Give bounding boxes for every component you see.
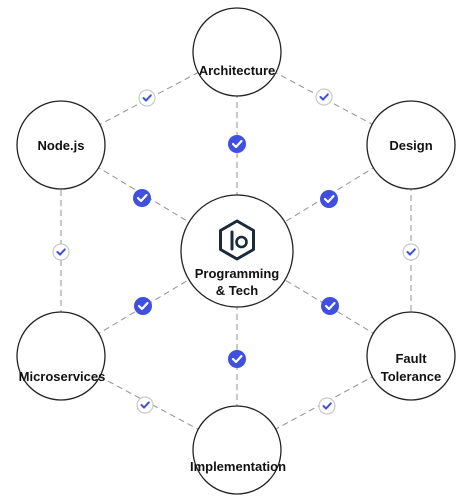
node-design: Design [366, 100, 456, 190]
spoke-badges [133, 135, 339, 368]
node-label-nodejs: Node.js [38, 138, 85, 153]
check-circle-filled-icon [321, 297, 339, 315]
check-circle-outline-icon [52, 243, 70, 261]
node-microservices: Microservices [16, 311, 106, 401]
check-circle-filled-icon [320, 190, 338, 208]
check-circle-outline-icon [315, 88, 333, 106]
check-circle-filled-icon [134, 297, 152, 315]
node-architecture: Architecture [192, 7, 282, 97]
check-circle-filled-icon [228, 350, 246, 368]
check-circle-outline-icon [138, 89, 156, 107]
node-fault-tolerance: Fault Tolerance [366, 311, 456, 401]
check-circle-outline-icon [402, 243, 420, 261]
node-label-fault-line2: Tolerance [381, 369, 441, 384]
check-circle-outline-icon [136, 396, 154, 414]
ring-badges [52, 88, 420, 415]
node-implementation: Implementation [190, 405, 286, 495]
node-label-microservices: Microservices [19, 369, 106, 384]
node-label-fault-line1: Fault [395, 351, 427, 366]
node-center: Programming & Tech [180, 194, 294, 308]
check-circle-filled-icon [133, 189, 151, 207]
check-circle-outline-icon [318, 397, 336, 415]
node-label-design: Design [389, 138, 432, 153]
check-circle-filled-icon [228, 135, 246, 153]
node-label-implementation: Implementation [190, 459, 286, 474]
hexagon-logo-icon [219, 219, 255, 261]
center-label-line1: Programming [195, 266, 280, 281]
center-label-line2: & Tech [216, 283, 258, 298]
node-nodejs: Node.js [16, 100, 106, 190]
node-label-architecture: Architecture [199, 63, 276, 78]
